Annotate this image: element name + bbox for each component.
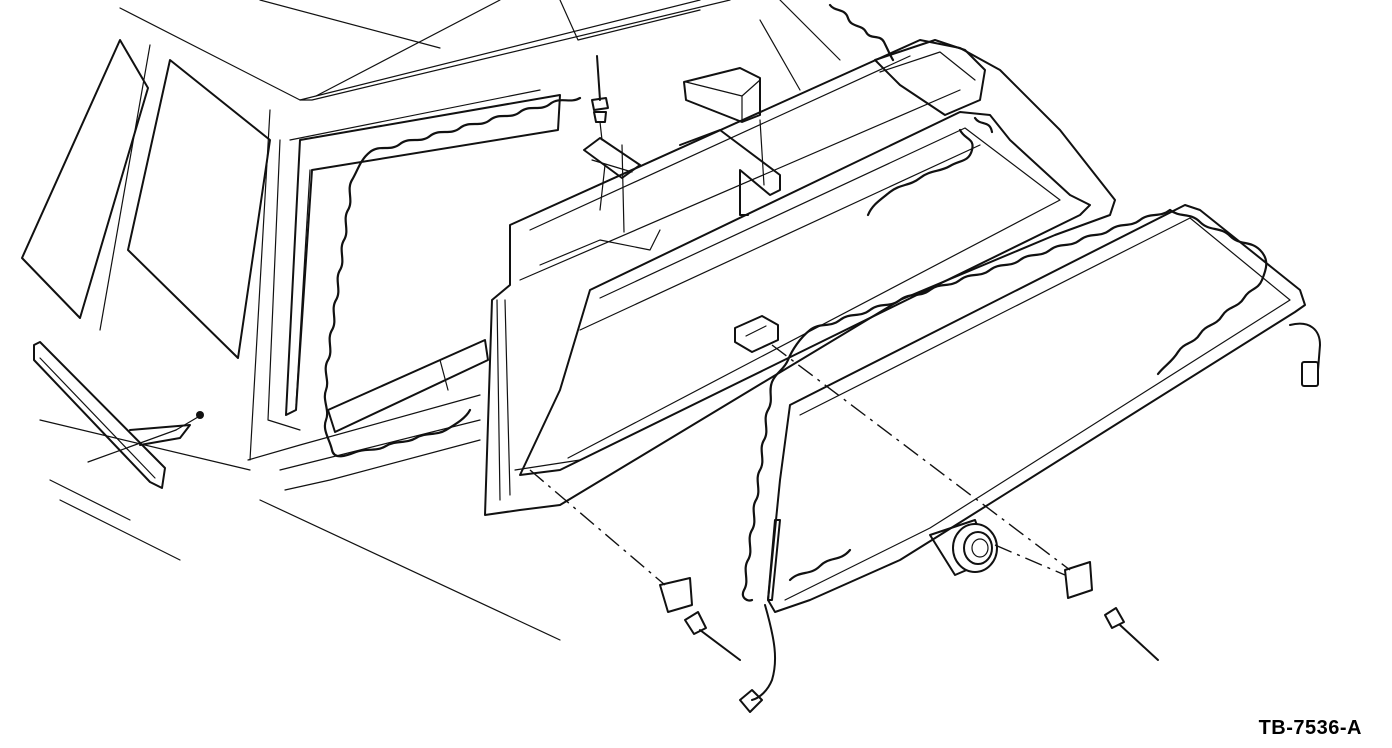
figure-id-label: TB-7536-A <box>1258 717 1362 739</box>
connector <box>739 361 1319 713</box>
rear-window-opening <box>285 94 561 433</box>
side-trim-molding <box>33 341 191 489</box>
vehicle-body-outline <box>21 0 841 641</box>
mounting-bracket <box>583 137 641 233</box>
glass-panel <box>767 204 1306 613</box>
retaining-rivet <box>684 607 1159 661</box>
trim-clip <box>175 411 204 431</box>
wiring-harness <box>751 3 1321 701</box>
liftgate-panel <box>484 39 1116 516</box>
roof-spoiler <box>679 39 986 216</box>
retaining-bracket <box>659 315 1093 613</box>
alignment-lines <box>529 344 1071 586</box>
mounting-bolt <box>591 55 609 141</box>
glass-seal <box>741 208 1268 602</box>
grommet <box>929 519 998 576</box>
rear-window-seal <box>323 96 582 458</box>
